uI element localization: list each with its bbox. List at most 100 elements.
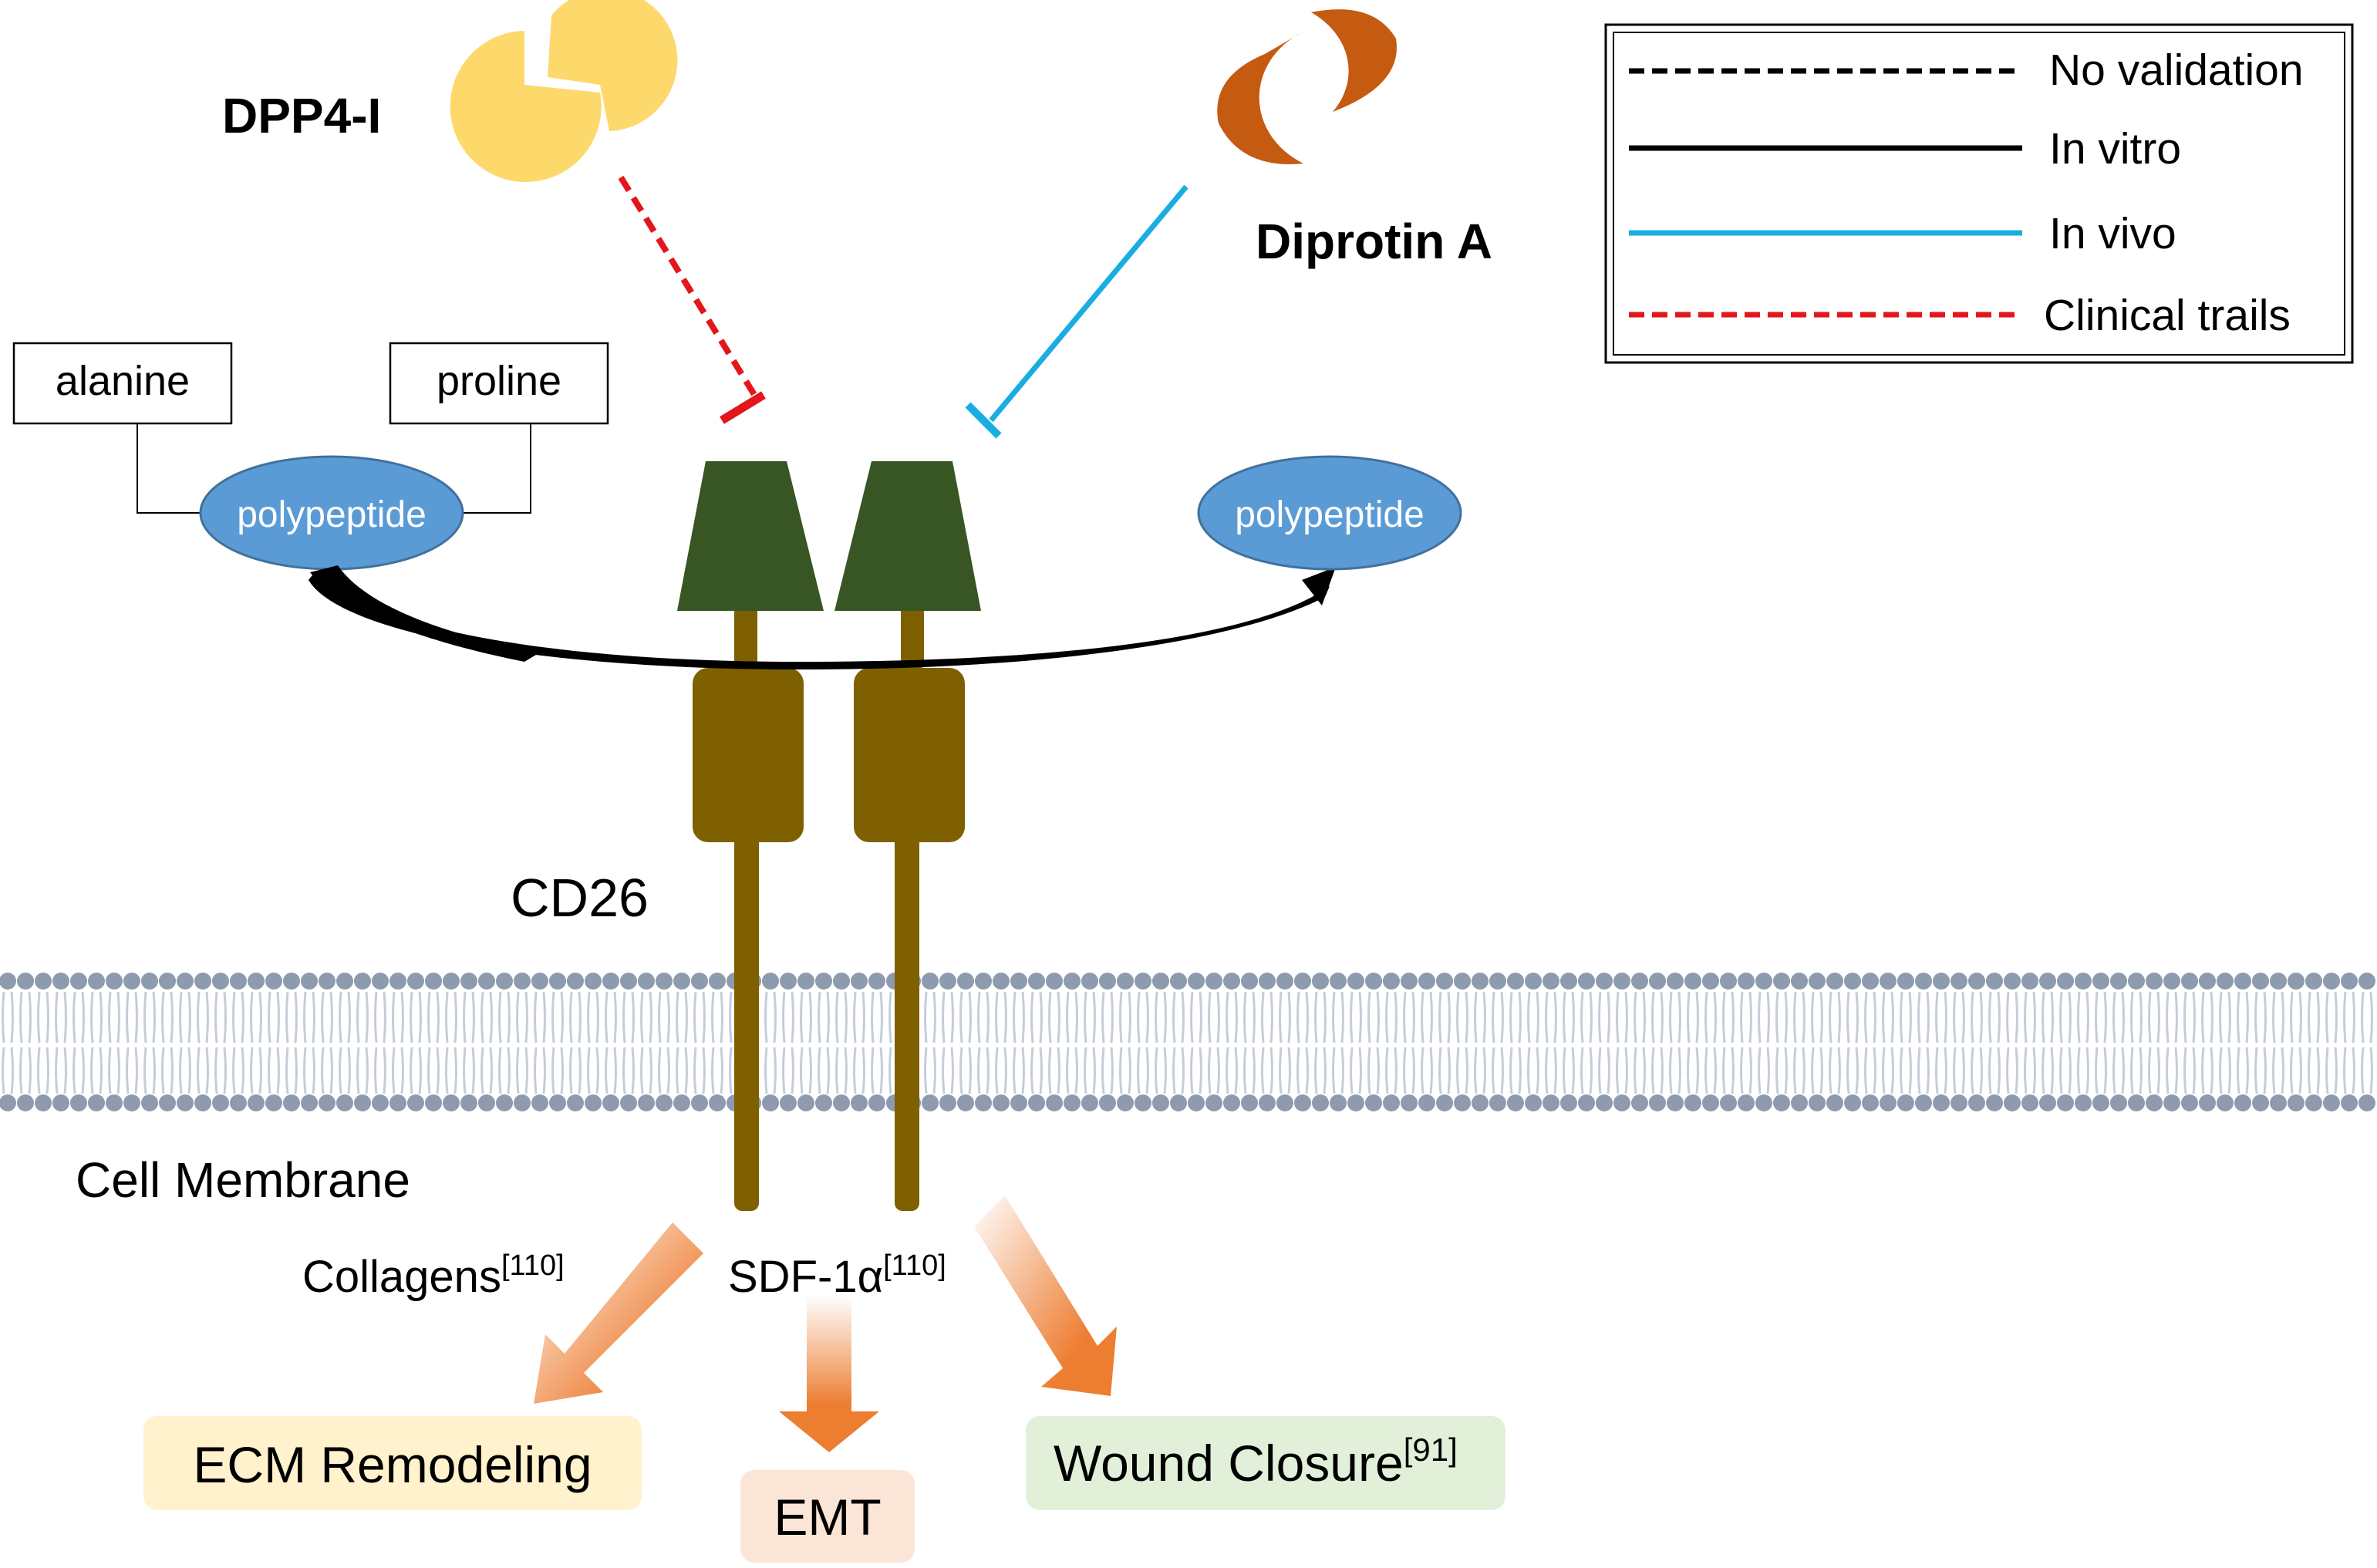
lipid-tail <box>2334 991 2338 1044</box>
lipid-tail <box>1030 1047 1034 1094</box>
lipid-tail <box>205 991 209 1044</box>
lipid-tail <box>1066 1047 1070 1094</box>
lipid-tail <box>1021 1047 1025 1094</box>
lipid-head <box>1933 973 1950 990</box>
lipid-tail <box>613 991 617 1044</box>
lipid-tail <box>977 1047 981 1094</box>
lipid-tail <box>924 1047 928 1094</box>
lipid-tail <box>995 991 999 1044</box>
lipid-head <box>1489 1094 1506 1111</box>
ecm-remodeling-box <box>143 1416 642 1510</box>
lipid-tail <box>551 991 555 1044</box>
lipid-tail <box>2254 1047 2258 1094</box>
lipid-tail <box>2361 991 2365 1044</box>
lipid-tail <box>1492 991 1495 1044</box>
lipid-tail <box>72 1047 76 1094</box>
lipid-tail <box>942 1047 946 1094</box>
lipid-tail <box>1784 1047 1788 1094</box>
lipid-tail <box>1775 991 1779 1044</box>
lipid-tail <box>2227 991 2231 1044</box>
lipid-tail <box>2032 991 2036 1044</box>
lipid-head <box>88 1094 105 1111</box>
lipid-head <box>319 973 335 990</box>
lipid-tail <box>2343 1047 2347 1094</box>
lipid-tail <box>1456 1047 1460 1094</box>
lipid-tail <box>2085 1047 2089 1094</box>
lipid-head <box>354 973 371 990</box>
lipid-tail <box>1580 1047 1584 1094</box>
lipid-tail <box>1287 1047 1291 1094</box>
lipid-tail <box>2156 1047 2160 1094</box>
lipid-head <box>2021 1094 2038 1111</box>
lipid-head <box>212 973 229 990</box>
lipid-tail <box>835 1047 839 1094</box>
lipid-tail <box>392 1047 396 1094</box>
lipid-head <box>283 1094 300 1111</box>
lipid-head <box>1560 1094 1577 1111</box>
lipid-head <box>1897 1094 1914 1111</box>
lipid-tail <box>640 991 644 1044</box>
lipid-head <box>1738 1094 1755 1111</box>
lipid-head <box>1259 1094 1276 1111</box>
lipid-tail <box>1456 991 1460 1044</box>
lipid-head <box>1188 1094 1205 1111</box>
lipid-tail <box>2015 991 2018 1044</box>
cell-membrane-label: Cell Membrane <box>76 1152 410 1208</box>
lipid-tail <box>126 991 130 1044</box>
lipid-head <box>797 973 814 990</box>
lipid-tail <box>1571 1047 1575 1094</box>
lipid-tail <box>1979 1047 1983 1094</box>
lipid-tail <box>782 991 786 1044</box>
lipid-head <box>52 1094 69 1111</box>
emt-label: EMT <box>774 1489 881 1546</box>
lipid-tail <box>28 1047 32 1094</box>
lipid-head <box>1631 973 1648 990</box>
lipid-tail <box>622 1047 626 1094</box>
cd26-left-stalk <box>734 602 757 671</box>
lipid-head <box>1259 973 1276 990</box>
lipid-tail <box>764 991 768 1044</box>
lipid-tail <box>1190 991 1194 1044</box>
lipid-tail <box>2369 991 2373 1044</box>
lipid-tail <box>1066 991 1070 1044</box>
lipid-head <box>354 1094 371 1111</box>
lipid-tail <box>560 991 564 1044</box>
lipid-tail <box>2352 1047 2355 1094</box>
lipid-tail <box>116 991 120 1044</box>
lipid-tail <box>658 1047 662 1094</box>
lipid-tail <box>950 1047 954 1094</box>
lipid-tail <box>1882 991 1886 1044</box>
lipid-tail <box>1367 1047 1371 1094</box>
lipid-tail <box>312 991 315 1044</box>
lipid-tail <box>542 1047 546 1094</box>
lipid-tail <box>46 991 49 1044</box>
lipid-tail <box>2 1047 5 1094</box>
lipid-tail <box>46 1047 49 1094</box>
lipid-head <box>1064 973 1081 990</box>
lipid-tail <box>2210 991 2213 1044</box>
lipid-head <box>2128 1094 2145 1111</box>
lipid-tail <box>2308 991 2311 1044</box>
lipid-tail <box>2308 1047 2311 1094</box>
lipid-tail <box>1181 1047 1185 1094</box>
lipid-head <box>833 973 850 990</box>
lipid-tail <box>72 991 76 1044</box>
lipid-tail <box>1926 1047 1930 1094</box>
lipid-head <box>1702 1094 1719 1111</box>
lipid-tail <box>1376 991 1380 1044</box>
lipid-head <box>123 973 140 990</box>
lipid-tail <box>764 1047 768 1094</box>
lipid-head <box>1365 1094 1382 1111</box>
lipid-tail <box>1438 991 1442 1044</box>
lipid-tail <box>1855 1047 1859 1094</box>
lipid-tail <box>365 991 369 1044</box>
lipid-tail <box>507 1047 511 1094</box>
lipid-tail <box>116 1047 120 1094</box>
lipid-tail <box>161 991 165 1044</box>
lipid-tail <box>516 991 520 1044</box>
lipid-tail <box>844 991 848 1044</box>
lipid-tail <box>2174 991 2178 1044</box>
lipid-tail <box>950 991 954 1044</box>
lipid-head <box>1862 1094 1879 1111</box>
lipid-tail <box>729 991 733 1044</box>
